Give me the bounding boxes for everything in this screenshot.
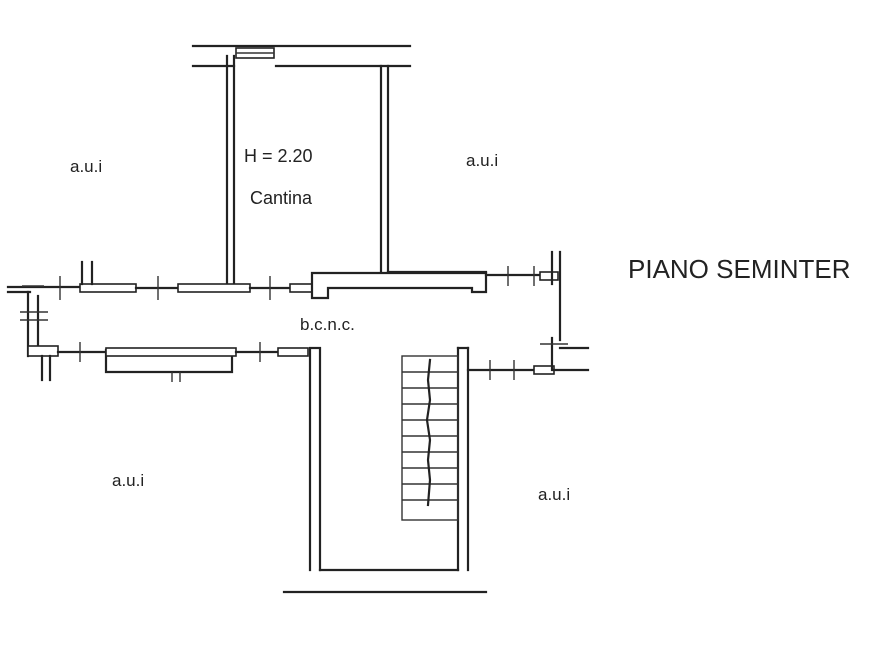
dimension-ticks	[22, 266, 535, 380]
staircase	[401, 355, 459, 521]
room-name-label: Cantina	[250, 188, 313, 208]
unit-label-top-right: a.u.i	[466, 151, 498, 170]
corridor-upper-wall	[6, 250, 562, 342]
corridor-label: b.c.n.c.	[300, 315, 355, 334]
unit-label-top-left: a.u.i	[70, 157, 102, 176]
room-height-label: H = 2.20	[244, 146, 313, 166]
floor-title: PIANO SEMINTER	[628, 254, 850, 284]
corridor-right-lower-wall	[466, 336, 590, 375]
lower-shaft-walls	[282, 346, 488, 594]
corridor-left-end	[20, 290, 59, 382]
corridor-lower-wall	[56, 347, 309, 382]
unit-label-bottom-right: a.u.i	[538, 485, 570, 504]
cantina-room-walls	[191, 44, 412, 288]
unit-label-bottom-left: a.u.i	[112, 471, 144, 490]
